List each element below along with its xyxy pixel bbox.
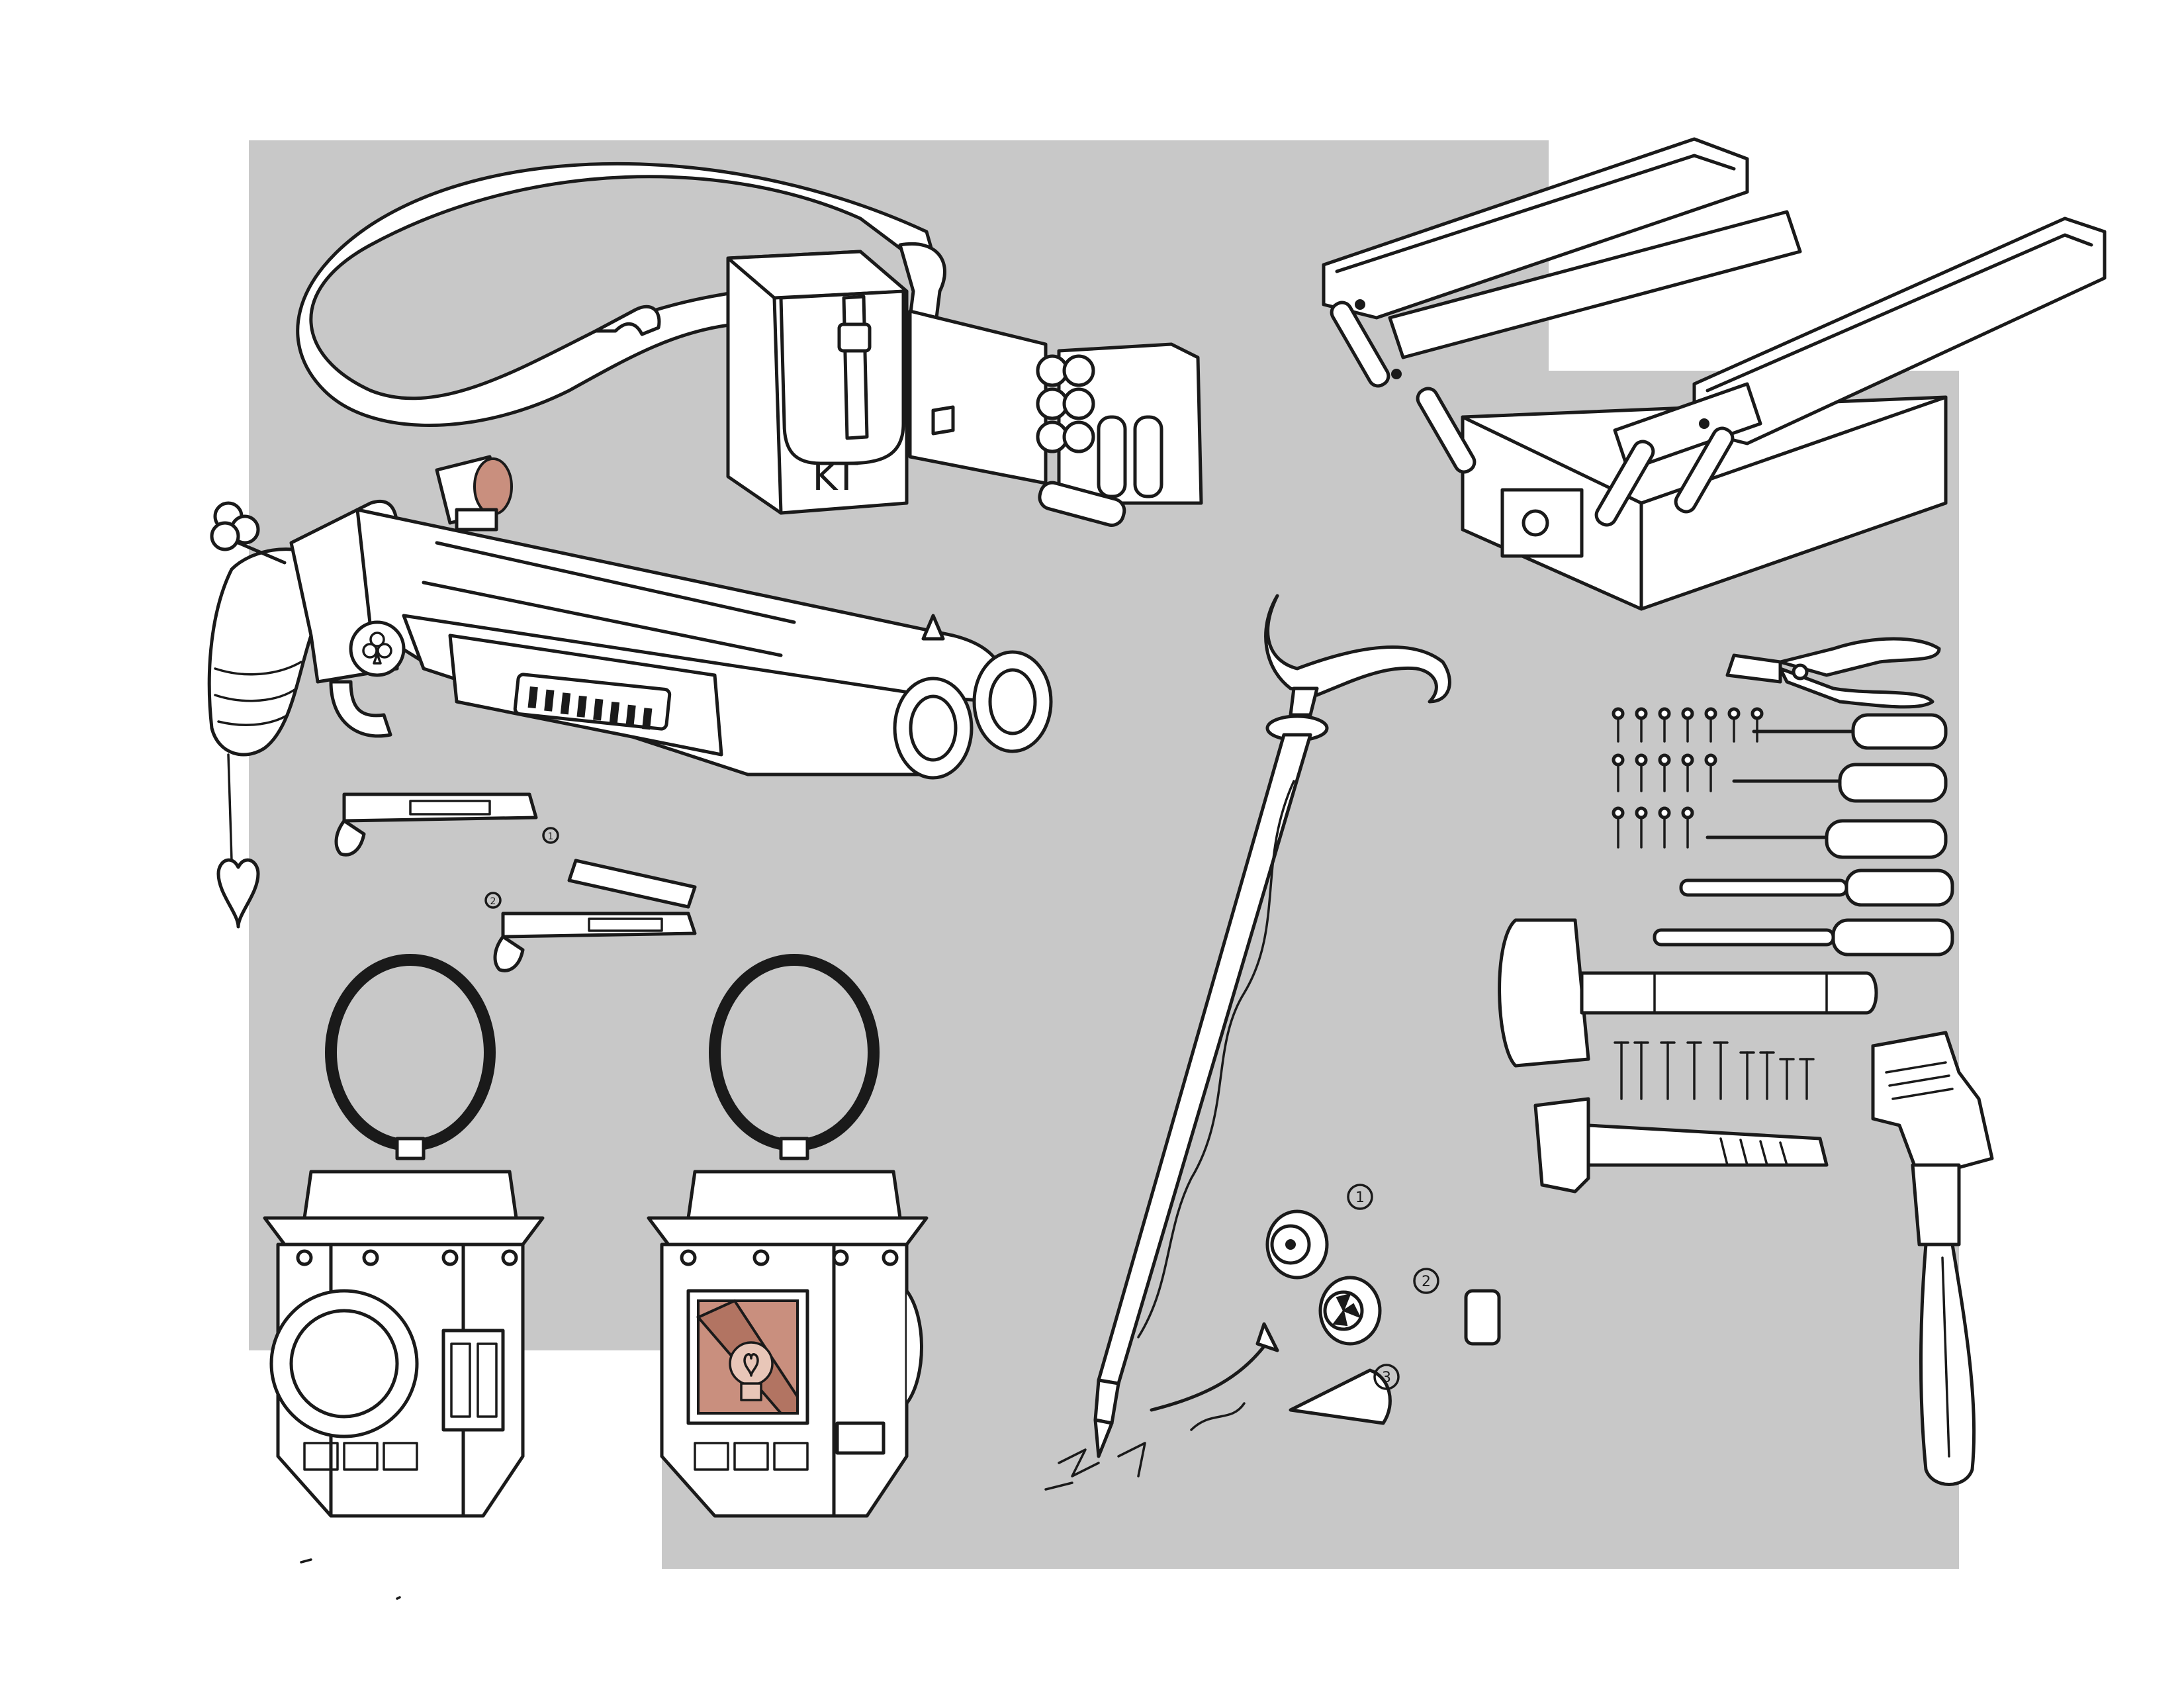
lantern-window — [686, 1289, 809, 1425]
lantern-rivets — [296, 1249, 518, 1266]
pipe-wrench — [1871, 1031, 1994, 1486]
screwdrivers — [1706, 713, 1948, 859]
stray-mark — [300, 1558, 312, 1564]
lantern-roof — [686, 1170, 902, 1220]
satchel-buckle — [837, 322, 872, 353]
toolbox-hinge-arms — [1330, 299, 1735, 527]
tip-2-fan: 2 — [1318, 1268, 1439, 1346]
cantilever-toolbox — [1322, 137, 2107, 611]
impact-sparks — [1044, 1402, 1246, 1491]
screwdriver-2 — [1732, 763, 1948, 803]
mallet — [1498, 918, 1878, 1068]
shell-slots — [1036, 354, 1095, 453]
pliers — [1725, 637, 1941, 709]
svg-text:2: 2 — [490, 896, 496, 907]
lantern-switch — [835, 1421, 886, 1455]
stock-grip-rings — [214, 661, 302, 726]
receiver-club-emblem — [349, 620, 406, 677]
hammer-club — [210, 501, 287, 565]
satchel-monogram: KT — [813, 454, 859, 499]
heart-icon — [216, 858, 260, 929]
trigger-guard — [329, 680, 392, 738]
reload-diagram-small — [334, 792, 538, 857]
satchel-buckle-strap — [842, 295, 869, 440]
tip-3-spike: 3 — [1289, 1364, 1400, 1425]
reload-diagram-open: 1 2 — [484, 827, 697, 972]
tip-adapter — [1464, 1289, 1501, 1346]
stock-charm — [216, 753, 260, 929]
lantern-base-panels — [694, 1442, 809, 1471]
satchel-top — [726, 250, 909, 300]
shotgun-shells — [1038, 415, 1163, 527]
swap-arrow — [1150, 1335, 1273, 1412]
front-sight — [921, 614, 945, 641]
toolbox-tray-mid-left — [1388, 210, 1802, 359]
barrel-highlight — [422, 541, 796, 657]
tip-1-fan: 1 — [1265, 1184, 1373, 1280]
stray-mark — [396, 1596, 401, 1600]
toolbox-base-edge — [1461, 395, 1948, 611]
heart-icon — [743, 1353, 759, 1377]
svg-text:3: 3 — [1382, 1370, 1391, 1386]
carrier-lid — [1057, 342, 1203, 505]
hand-tools — [1498, 637, 1994, 1486]
satchel-belt: KT — [296, 162, 1203, 527]
cane-tips: 1 2 3 — [1265, 1184, 1501, 1425]
nails — [1614, 1041, 1815, 1100]
lantern-open — [647, 954, 929, 1518]
battery-pack — [441, 1329, 505, 1432]
satchel-edge — [772, 296, 783, 515]
wood-screws — [1612, 707, 1764, 849]
club-icon — [362, 632, 392, 665]
lightbulb-icon — [729, 1341, 774, 1401]
lantern-closed — [263, 954, 545, 1518]
cane-handle — [1264, 594, 1451, 704]
belt-strap — [296, 162, 942, 427]
screwdriver-3 — [1706, 819, 1948, 859]
lantern-rivets — [680, 1249, 899, 1266]
belt-loop — [594, 305, 661, 336]
files — [1653, 868, 1954, 957]
forend-vents — [513, 673, 672, 731]
satchel: KT — [726, 250, 909, 515]
walking-cane: 1 2 3 — [1044, 594, 1501, 1491]
svg-text:1: 1 — [548, 831, 554, 842]
toolbox-lock-knob — [1522, 509, 1549, 537]
cane-wood-grain — [1137, 780, 1295, 1338]
svg-text:1: 1 — [1355, 1190, 1365, 1206]
svg-text:2: 2 — [1422, 1274, 1431, 1290]
cane-collar — [1289, 686, 1319, 717]
claw-hammer — [1533, 1097, 1829, 1194]
cane-spike — [1093, 1418, 1114, 1458]
double-barrel-shotgun: 1 2 — [207, 455, 1053, 972]
screwdriver-1 — [1752, 713, 1948, 750]
lantern-roof — [302, 1170, 518, 1220]
muzzle — [893, 650, 1053, 780]
satchel-flap — [779, 289, 905, 465]
carrier-clasp — [931, 405, 955, 436]
screw-heads — [1612, 707, 1764, 820]
lantern-base-panels — [303, 1442, 418, 1471]
red-dot-scope — [435, 455, 513, 532]
shell-carrier — [908, 309, 1203, 527]
toolbox-tray-top-left — [1322, 137, 1749, 320]
